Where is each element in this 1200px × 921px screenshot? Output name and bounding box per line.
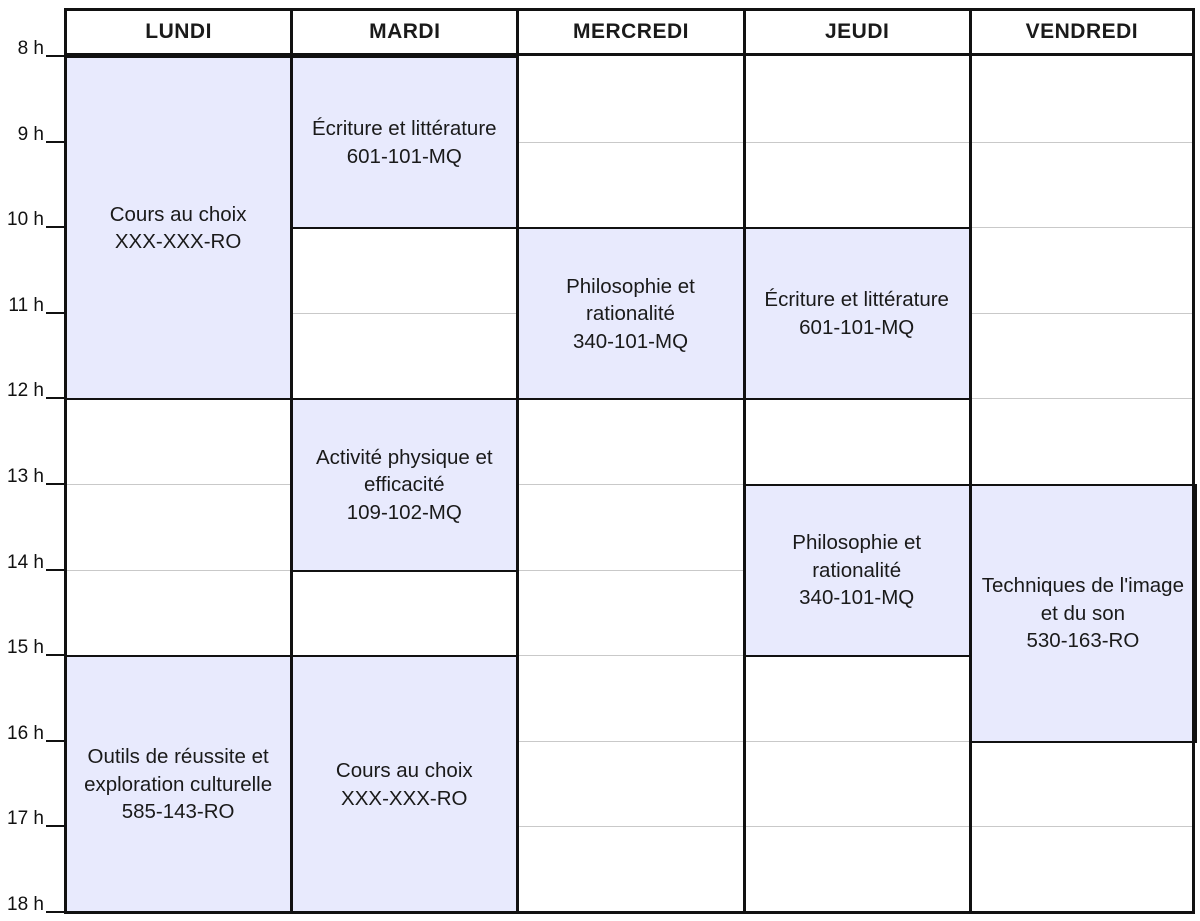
- course-code: 601-101-MQ: [346, 144, 462, 168]
- hour-gridline: [64, 740, 1195, 742]
- course-code: 601-101-MQ: [799, 315, 915, 339]
- course-block[interactable]: Écriture et littérature 601-101-MQ: [742, 227, 971, 401]
- hour-label: 8 h: [17, 38, 44, 59]
- course-title: Philosophie et rationalité: [566, 274, 695, 326]
- course-title: Activité physique et efficacité: [315, 445, 493, 497]
- course-block[interactable]: Techniques de l'image et du son 530-163-R…: [968, 484, 1197, 743]
- hour-label: 9 h: [17, 123, 44, 145]
- day-column-border: [290, 56, 294, 913]
- course-block[interactable]: Outils de réussite et exploration cultur…: [64, 655, 293, 914]
- course-title: Cours au choix: [109, 202, 247, 226]
- course-block[interactable]: Philosophie et rationalité 340-101-MQ: [742, 484, 971, 658]
- hour-tick: [46, 654, 64, 657]
- hour-tick: [46, 311, 64, 314]
- day-column-border: [516, 56, 520, 913]
- hour-label: 18 h: [7, 894, 44, 915]
- course-title: Techniques de l'image et du son: [981, 574, 1184, 625]
- day-column-border: [64, 56, 67, 913]
- day-header-mardi: MARDI: [290, 8, 517, 56]
- hour-tick: [46, 55, 64, 57]
- hour-tick: [46, 568, 64, 571]
- hour-tick: [46, 483, 64, 485]
- hour-tick: [46, 739, 64, 742]
- day-column-border: [1192, 56, 1195, 913]
- day-column-border: [742, 56, 746, 913]
- hour-gridline: [64, 569, 1195, 571]
- hour-tick: [46, 911, 64, 913]
- course-title: Écriture et littérature: [764, 288, 949, 312]
- grid-bottom-border: [64, 911, 1195, 914]
- course-title: Écriture et littérature: [311, 117, 497, 141]
- day-header-jeudi: JEUDI: [742, 8, 969, 56]
- hour-label: 13 h: [7, 466, 44, 487]
- course-block[interactable]: Philosophie et rationalité 340-101-MQ: [516, 227, 745, 401]
- course-code: 340-101-MQ: [572, 329, 689, 353]
- hour-tick: [46, 397, 64, 400]
- course-title: Outils de réussite et exploration cultur…: [84, 745, 273, 796]
- day-header-mercredi: MERCREDI: [516, 8, 743, 56]
- course-code: 530-163-RO: [1026, 629, 1140, 653]
- hour-label: 10 h: [7, 209, 44, 231]
- hour-label: 12 h: [7, 380, 44, 402]
- course-code: 340-101-MQ: [799, 586, 915, 610]
- hour-gridline: [64, 141, 1195, 143]
- course-title: Cours au choix: [335, 759, 473, 783]
- hour-label: 16 h: [7, 722, 44, 744]
- course-code: 109-102-MQ: [346, 500, 462, 524]
- hour-label: 11 h: [8, 294, 44, 316]
- hour-tick: [46, 140, 64, 143]
- hour-tick: [46, 825, 64, 828]
- hour-tick: [46, 226, 64, 229]
- day-header-vendredi: VENDREDI: [968, 8, 1195, 56]
- day-column-border: [968, 56, 972, 913]
- hour-label: 17 h: [7, 808, 44, 830]
- hour-label: 15 h: [7, 637, 44, 659]
- course-block[interactable]: Écriture et littérature 601-101-MQ: [290, 56, 519, 230]
- course-title: Philosophie et rationalité: [792, 531, 922, 582]
- course-block[interactable]: Activité physique et efficacité 109-102-M…: [290, 398, 519, 572]
- hour-label: 14 h: [7, 551, 44, 573]
- hour-gridline: [64, 826, 1195, 828]
- course-code: XXX-XXX-RO: [114, 230, 242, 254]
- day-header-lundi: LUNDI: [64, 8, 291, 56]
- hour-gridline: [64, 484, 1195, 485]
- hour-gridline: [64, 655, 1195, 657]
- course-code: 585-143-RO: [121, 800, 235, 824]
- course-code: XXX-XXX-RO: [341, 786, 468, 810]
